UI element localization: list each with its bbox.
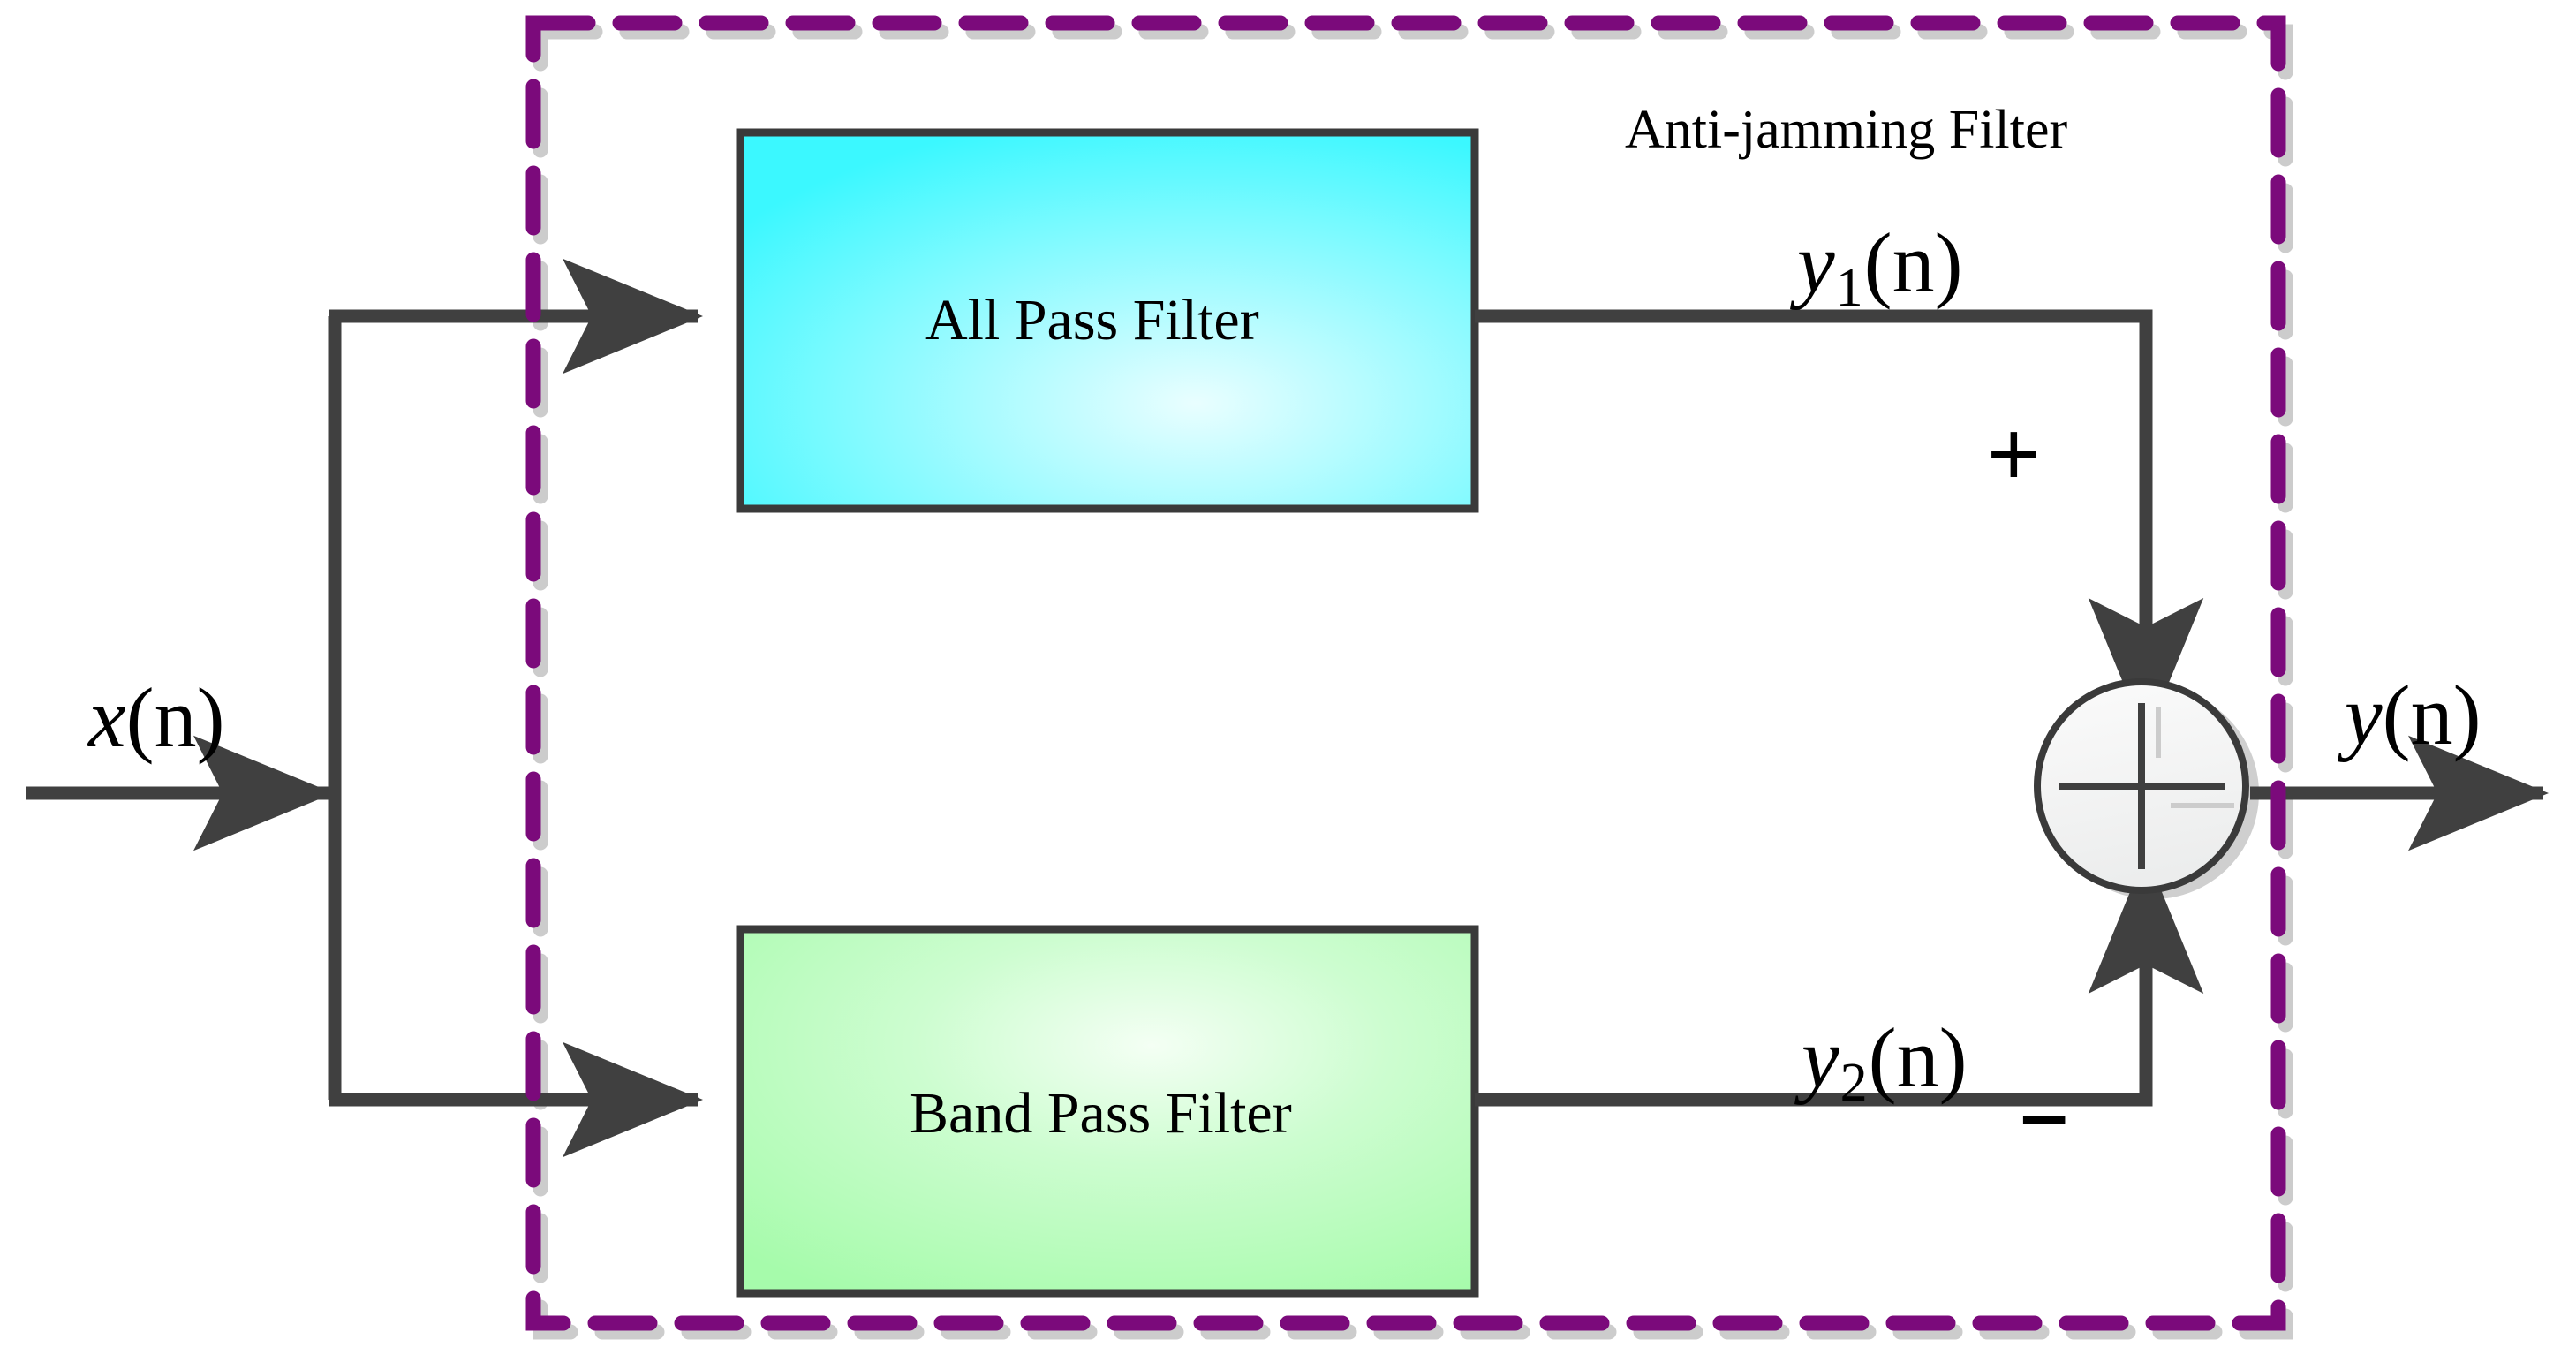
anti-jamming-filter-boundary[interactable] xyxy=(525,15,2286,1331)
boundary-title: Anti-jamming Filter xyxy=(1625,100,2068,160)
signal-base: y xyxy=(1802,1010,1839,1105)
plus-sign-label: + xyxy=(1987,403,2041,505)
signal-subscript: 2 xyxy=(1839,1053,1868,1114)
signal-arg: (n) xyxy=(2382,668,2482,762)
signal-label-output: y(n) xyxy=(2345,673,2482,758)
signal-label-y2: y2(n) xyxy=(1802,1016,1968,1114)
signal-arg: (n) xyxy=(1863,216,1963,310)
minus-sign-label: – xyxy=(2021,1067,2068,1161)
signal-base: y xyxy=(1797,216,1835,310)
boundary-shadow-rect xyxy=(533,24,2293,1340)
wire-y2-to-summer xyxy=(1475,852,2204,1107)
signal-subscript: 1 xyxy=(1835,258,1863,319)
signal-base: y xyxy=(2345,668,2383,762)
band-pass-filter-block[interactable] xyxy=(736,925,1479,1298)
signal-label-y1: y1(n) xyxy=(1797,221,1963,319)
wire-y1-to-summer xyxy=(1475,309,2204,739)
signal-arg: (n) xyxy=(1868,1010,1968,1105)
all-pass-filter-label: All Pass Filter xyxy=(925,288,1259,352)
band-pass-filter-label: Band Pass Filter xyxy=(910,1081,1292,1146)
signal-label-input: x(n) xyxy=(88,676,225,760)
signal-arg: (n) xyxy=(125,670,225,765)
all-pass-filter-block[interactable] xyxy=(736,128,1479,513)
signal-base: x xyxy=(88,670,126,765)
